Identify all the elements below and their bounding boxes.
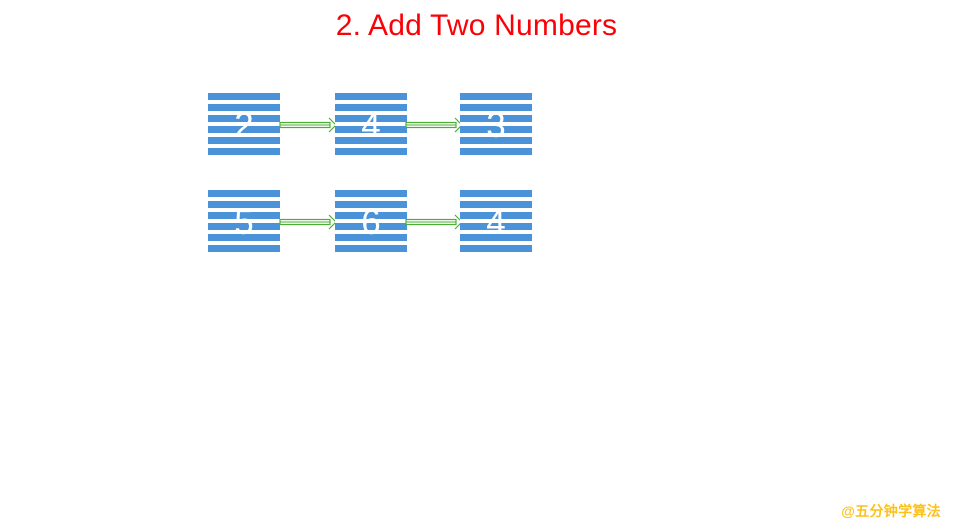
node-value: 6 <box>361 202 381 242</box>
node-stripes <box>460 190 532 255</box>
node-stripes <box>208 190 280 255</box>
page-title: 2. Add Two Numbers <box>335 9 618 42</box>
node-value: 5 <box>234 202 254 242</box>
node-value: 3 <box>486 105 506 145</box>
next-pointer-arrow-icon <box>405 209 463 235</box>
list-node[interactable]: 2 <box>208 90 280 160</box>
node-stripes <box>460 93 532 158</box>
list-node[interactable]: 4 <box>460 187 532 257</box>
watermark-label: @五分钟学算法 <box>841 503 941 519</box>
next-pointer-arrow-icon <box>405 112 463 138</box>
node-stripes <box>335 190 407 255</box>
list-node[interactable]: 4 <box>335 90 407 160</box>
list-node[interactable]: 6 <box>335 187 407 257</box>
node-stripes <box>208 93 280 158</box>
node-value: 4 <box>361 105 381 145</box>
node-stripes <box>335 93 407 158</box>
list-node[interactable]: 5 <box>208 187 280 257</box>
node-value: 2 <box>234 105 254 145</box>
next-pointer-arrow-icon <box>279 209 337 235</box>
node-value: 4 <box>486 202 506 242</box>
list-node[interactable]: 3 <box>460 90 532 160</box>
next-pointer-arrow-icon <box>279 112 337 138</box>
